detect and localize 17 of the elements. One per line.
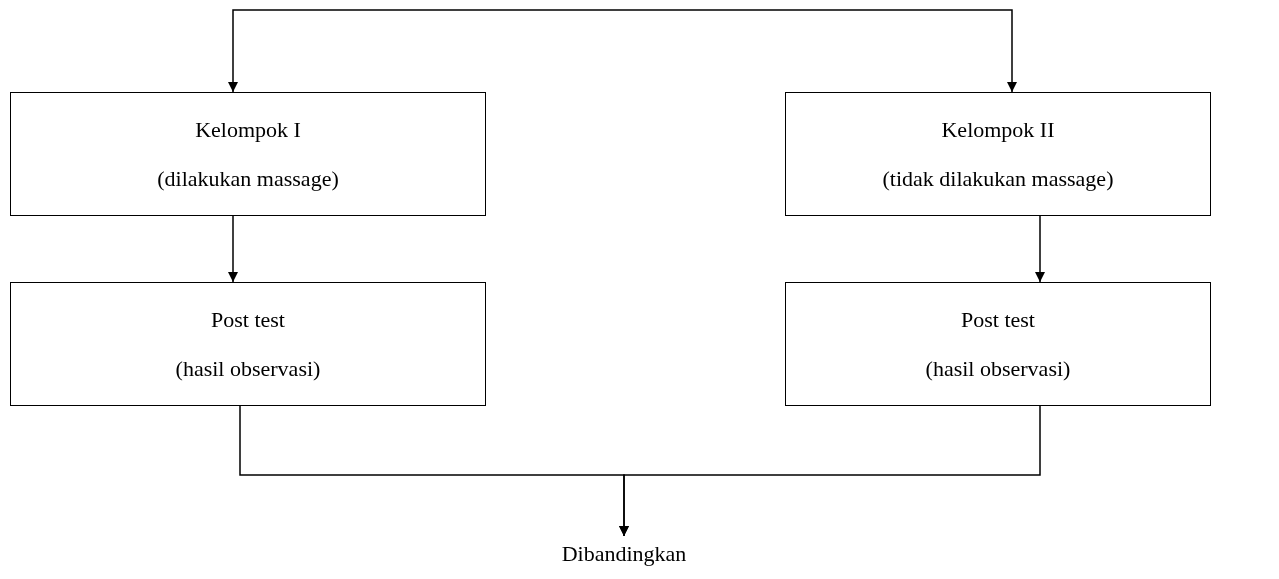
box-title: Dibandingkan <box>561 540 687 568</box>
arrow <box>619 405 1041 537</box>
box-subtitle: (hasil observasi) <box>175 355 321 383</box>
process-box <box>785 92 1211 216</box>
box-title: Kelompok I <box>195 115 301 143</box>
arrow <box>1035 215 1045 283</box>
box-title: Kelompok II <box>941 115 1055 143</box>
process-box <box>10 92 486 216</box>
box-subtitle: (dilakukan massage) <box>157 165 339 193</box>
box-subtitle: (hasil observasi) <box>925 355 1071 383</box>
arrow <box>228 215 238 283</box>
arrow <box>228 9 1017 93</box>
box-title: Post test <box>961 305 1035 333</box>
process-box <box>785 282 1211 406</box>
box-title: Post test <box>211 305 285 333</box>
process-box <box>10 282 486 406</box>
box-subtitle: (tidak dilakukan massage) <box>882 165 1114 193</box>
